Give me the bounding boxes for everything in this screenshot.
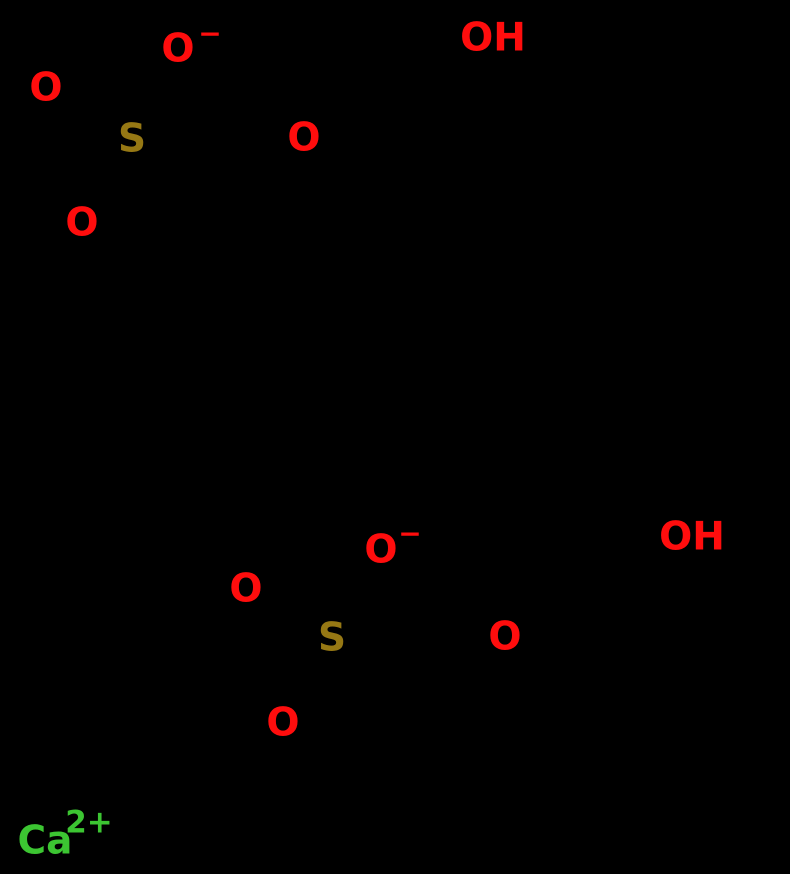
calcium-2plus-charge: 2+ bbox=[65, 804, 113, 841]
top-ether-oxygen: O bbox=[287, 115, 321, 161]
middle-hydroxyl-group: OH bbox=[659, 514, 725, 560]
top-sulfonate-double-bond-oxygen-bottom: O bbox=[65, 200, 99, 246]
top-sulfonate-double-bond-oxygen-left: O bbox=[29, 65, 63, 111]
middle-sulfonate-double-bond-oxygen-bottom: O bbox=[266, 700, 300, 746]
middle-sulfonate-sulfur: S bbox=[317, 615, 347, 661]
calcium-counterion: Ca bbox=[17, 818, 73, 864]
middle-sulfonate-double-bond-oxygen-left: O bbox=[229, 566, 263, 612]
top-sulfonate-sulfur: S bbox=[117, 116, 147, 162]
top-hydroxyl-group: OH bbox=[460, 15, 526, 61]
top-sulfonate-oxygen-anion: O bbox=[161, 26, 195, 72]
top-sulfonate-anion-minus-charge: − bbox=[198, 17, 222, 50]
middle-ether-oxygen: O bbox=[488, 614, 522, 660]
middle-sulfonate-oxygen-anion: O bbox=[364, 527, 398, 573]
middle-sulfonate-anion-minus-charge: − bbox=[398, 517, 422, 550]
